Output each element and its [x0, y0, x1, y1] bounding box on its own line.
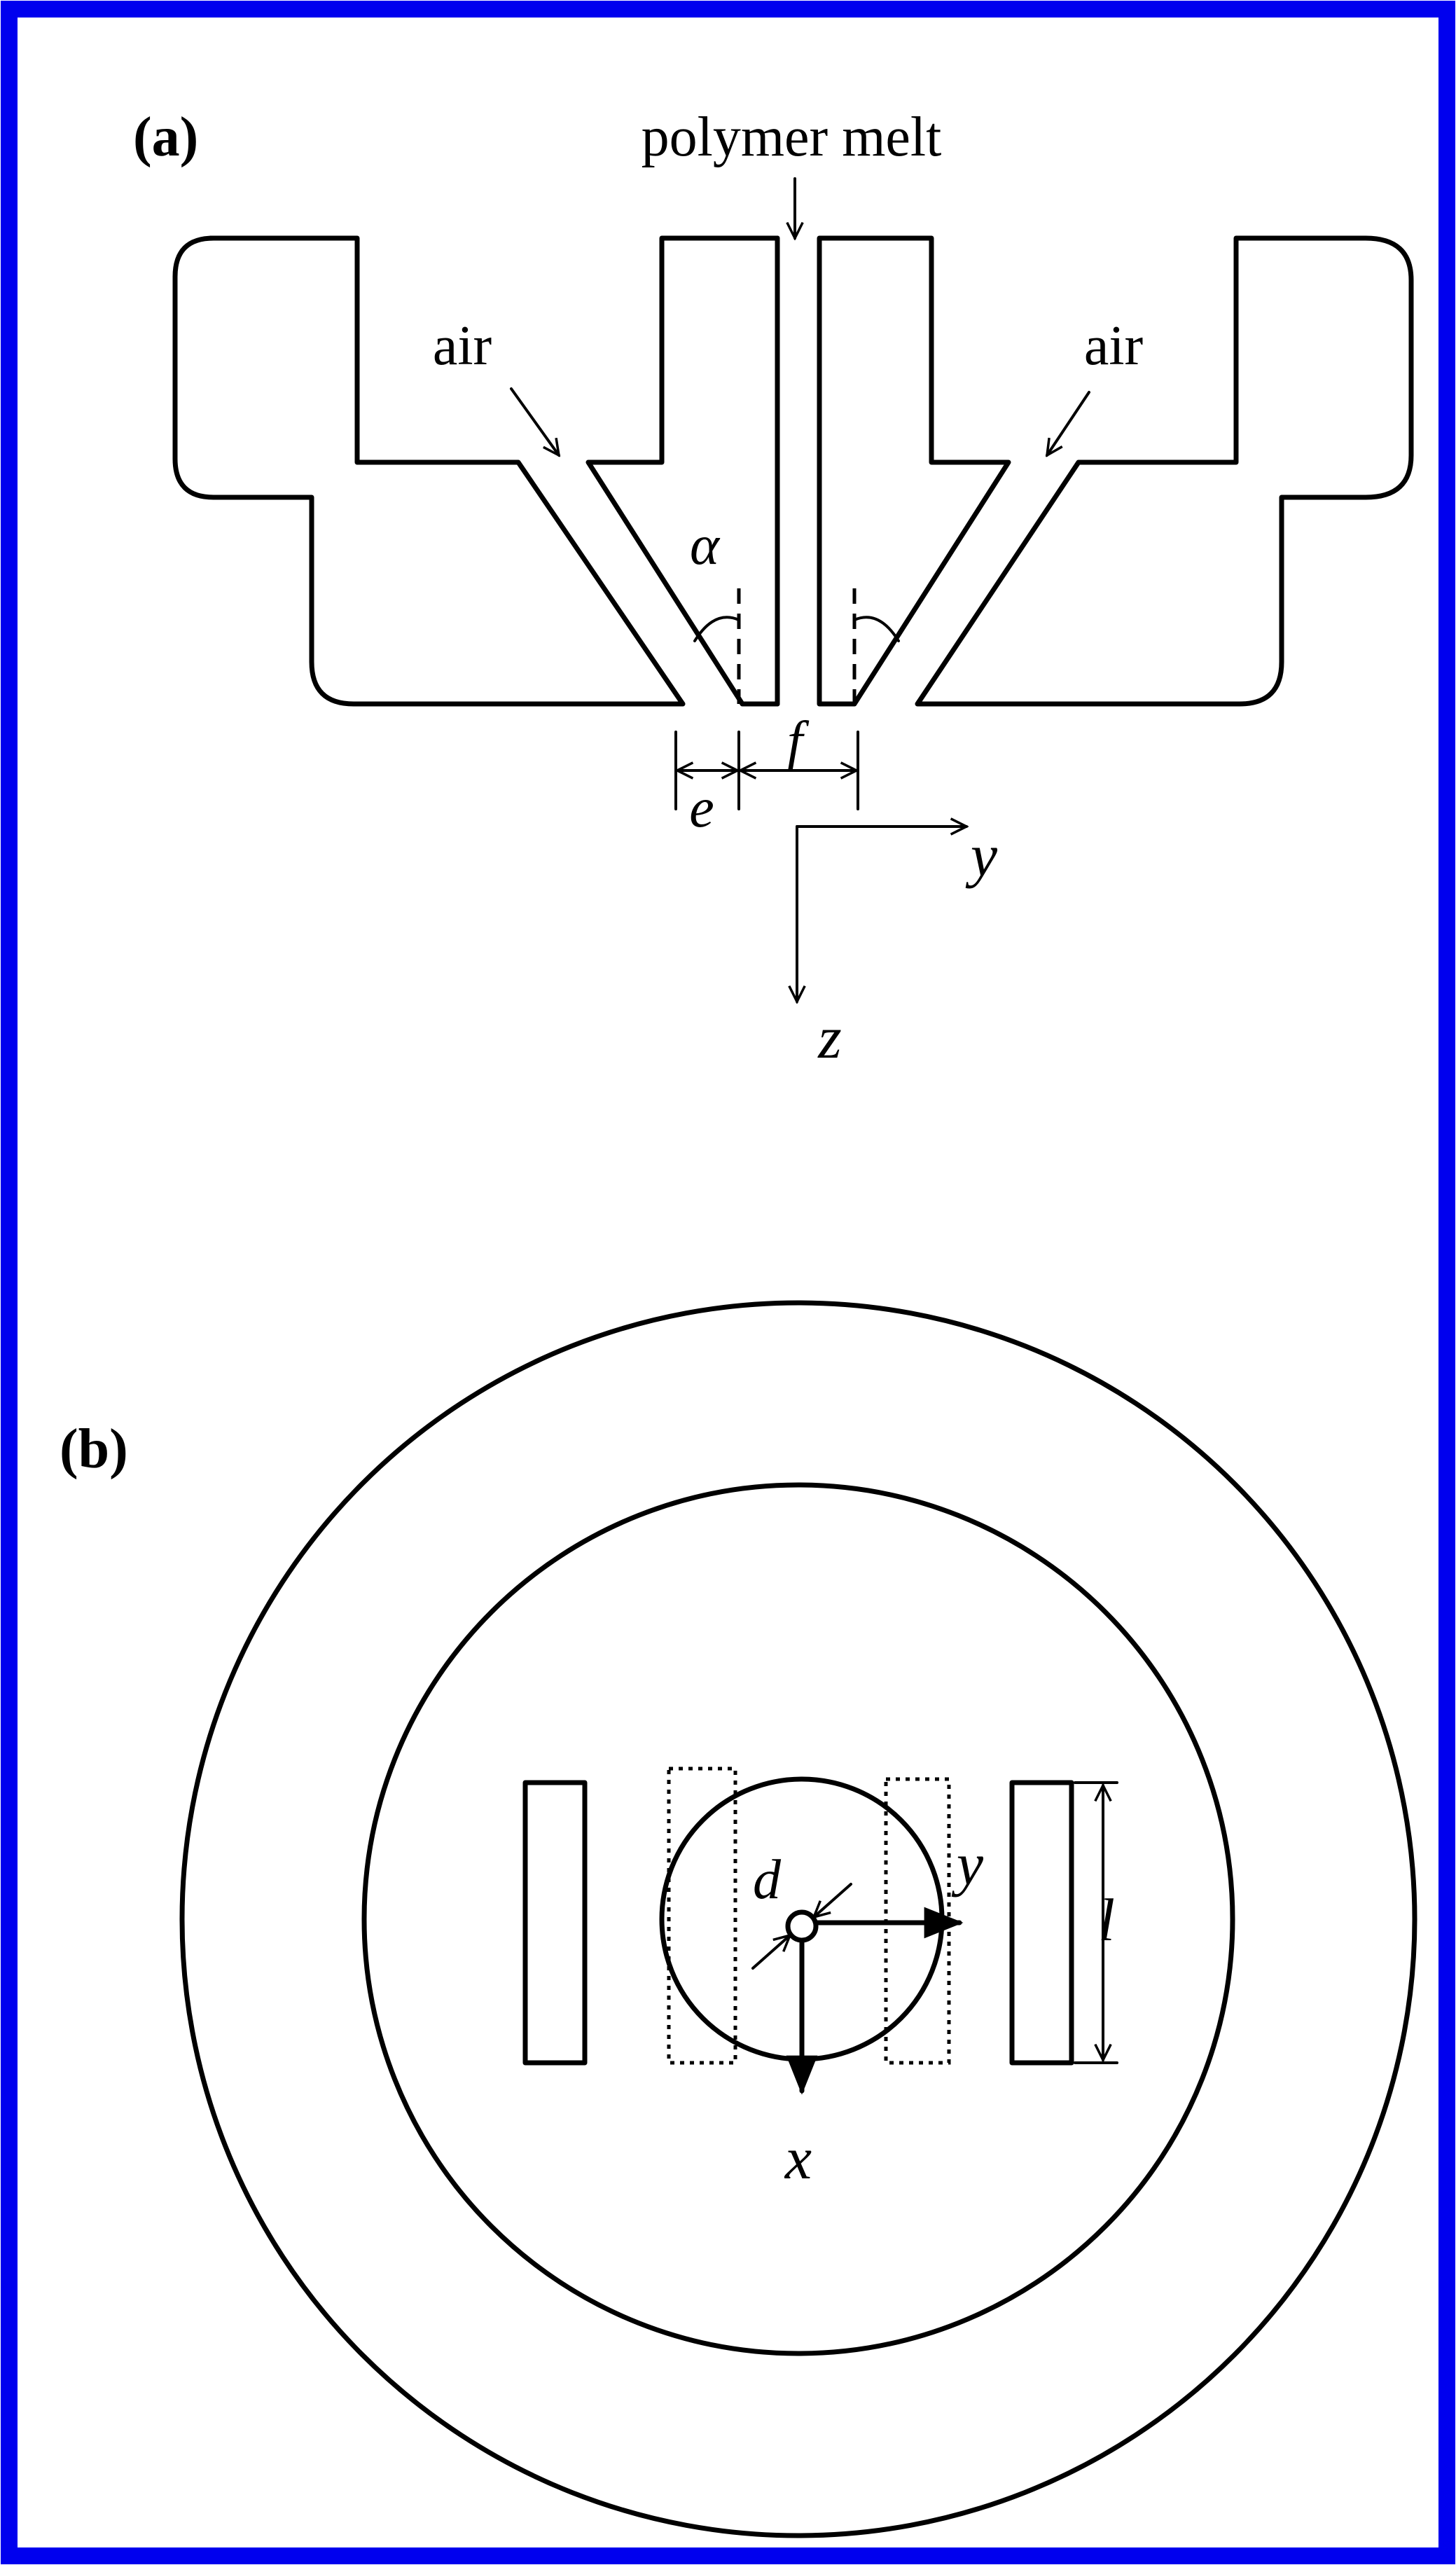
right-slit-solid [1009, 1780, 1074, 2066]
d-label: d [753, 1849, 782, 1911]
polymer-melt-label: polymer melt [642, 106, 942, 168]
die-right-body [915, 235, 1414, 707]
f-label: f [787, 711, 810, 773]
d-dimension-arrow-upper [814, 1883, 852, 1917]
left-slit-solid [522, 1780, 588, 2066]
right-angle-arc [853, 616, 900, 642]
e-label: e [689, 777, 714, 839]
panel-b-tag: (b) [60, 1418, 128, 1480]
y-axis-label-a: y [965, 822, 998, 889]
alpha-label: α [690, 515, 721, 576]
spinneret-hole [785, 1909, 819, 1943]
left-slit-dotted [667, 1767, 737, 2065]
z-axis-label: z [817, 1004, 841, 1071]
air-left-label: air [433, 315, 492, 377]
x-axis-label: x [784, 2124, 812, 2192]
panel-a: (a) polymer melt air air α e f [133, 106, 1414, 1071]
die-right-center-wall [817, 235, 1011, 707]
l-label: l [1098, 1886, 1115, 1954]
air-left-arrow [510, 387, 559, 455]
air-right-label: air [1084, 315, 1143, 377]
die-left-center-wall [585, 235, 780, 707]
outer-circle [179, 1300, 1417, 2538]
middle-circle [361, 1482, 1235, 2356]
air-right-arrow [1047, 391, 1090, 455]
y-axis-label-b: y [951, 1830, 984, 1897]
die-left-body [172, 235, 686, 707]
d-dimension-arrow-lower [751, 1935, 790, 1970]
panel-b: (b) d l y x [60, 1300, 1417, 2538]
panel-a-tag: (a) [133, 106, 198, 168]
left-angle-arc [693, 616, 740, 642]
